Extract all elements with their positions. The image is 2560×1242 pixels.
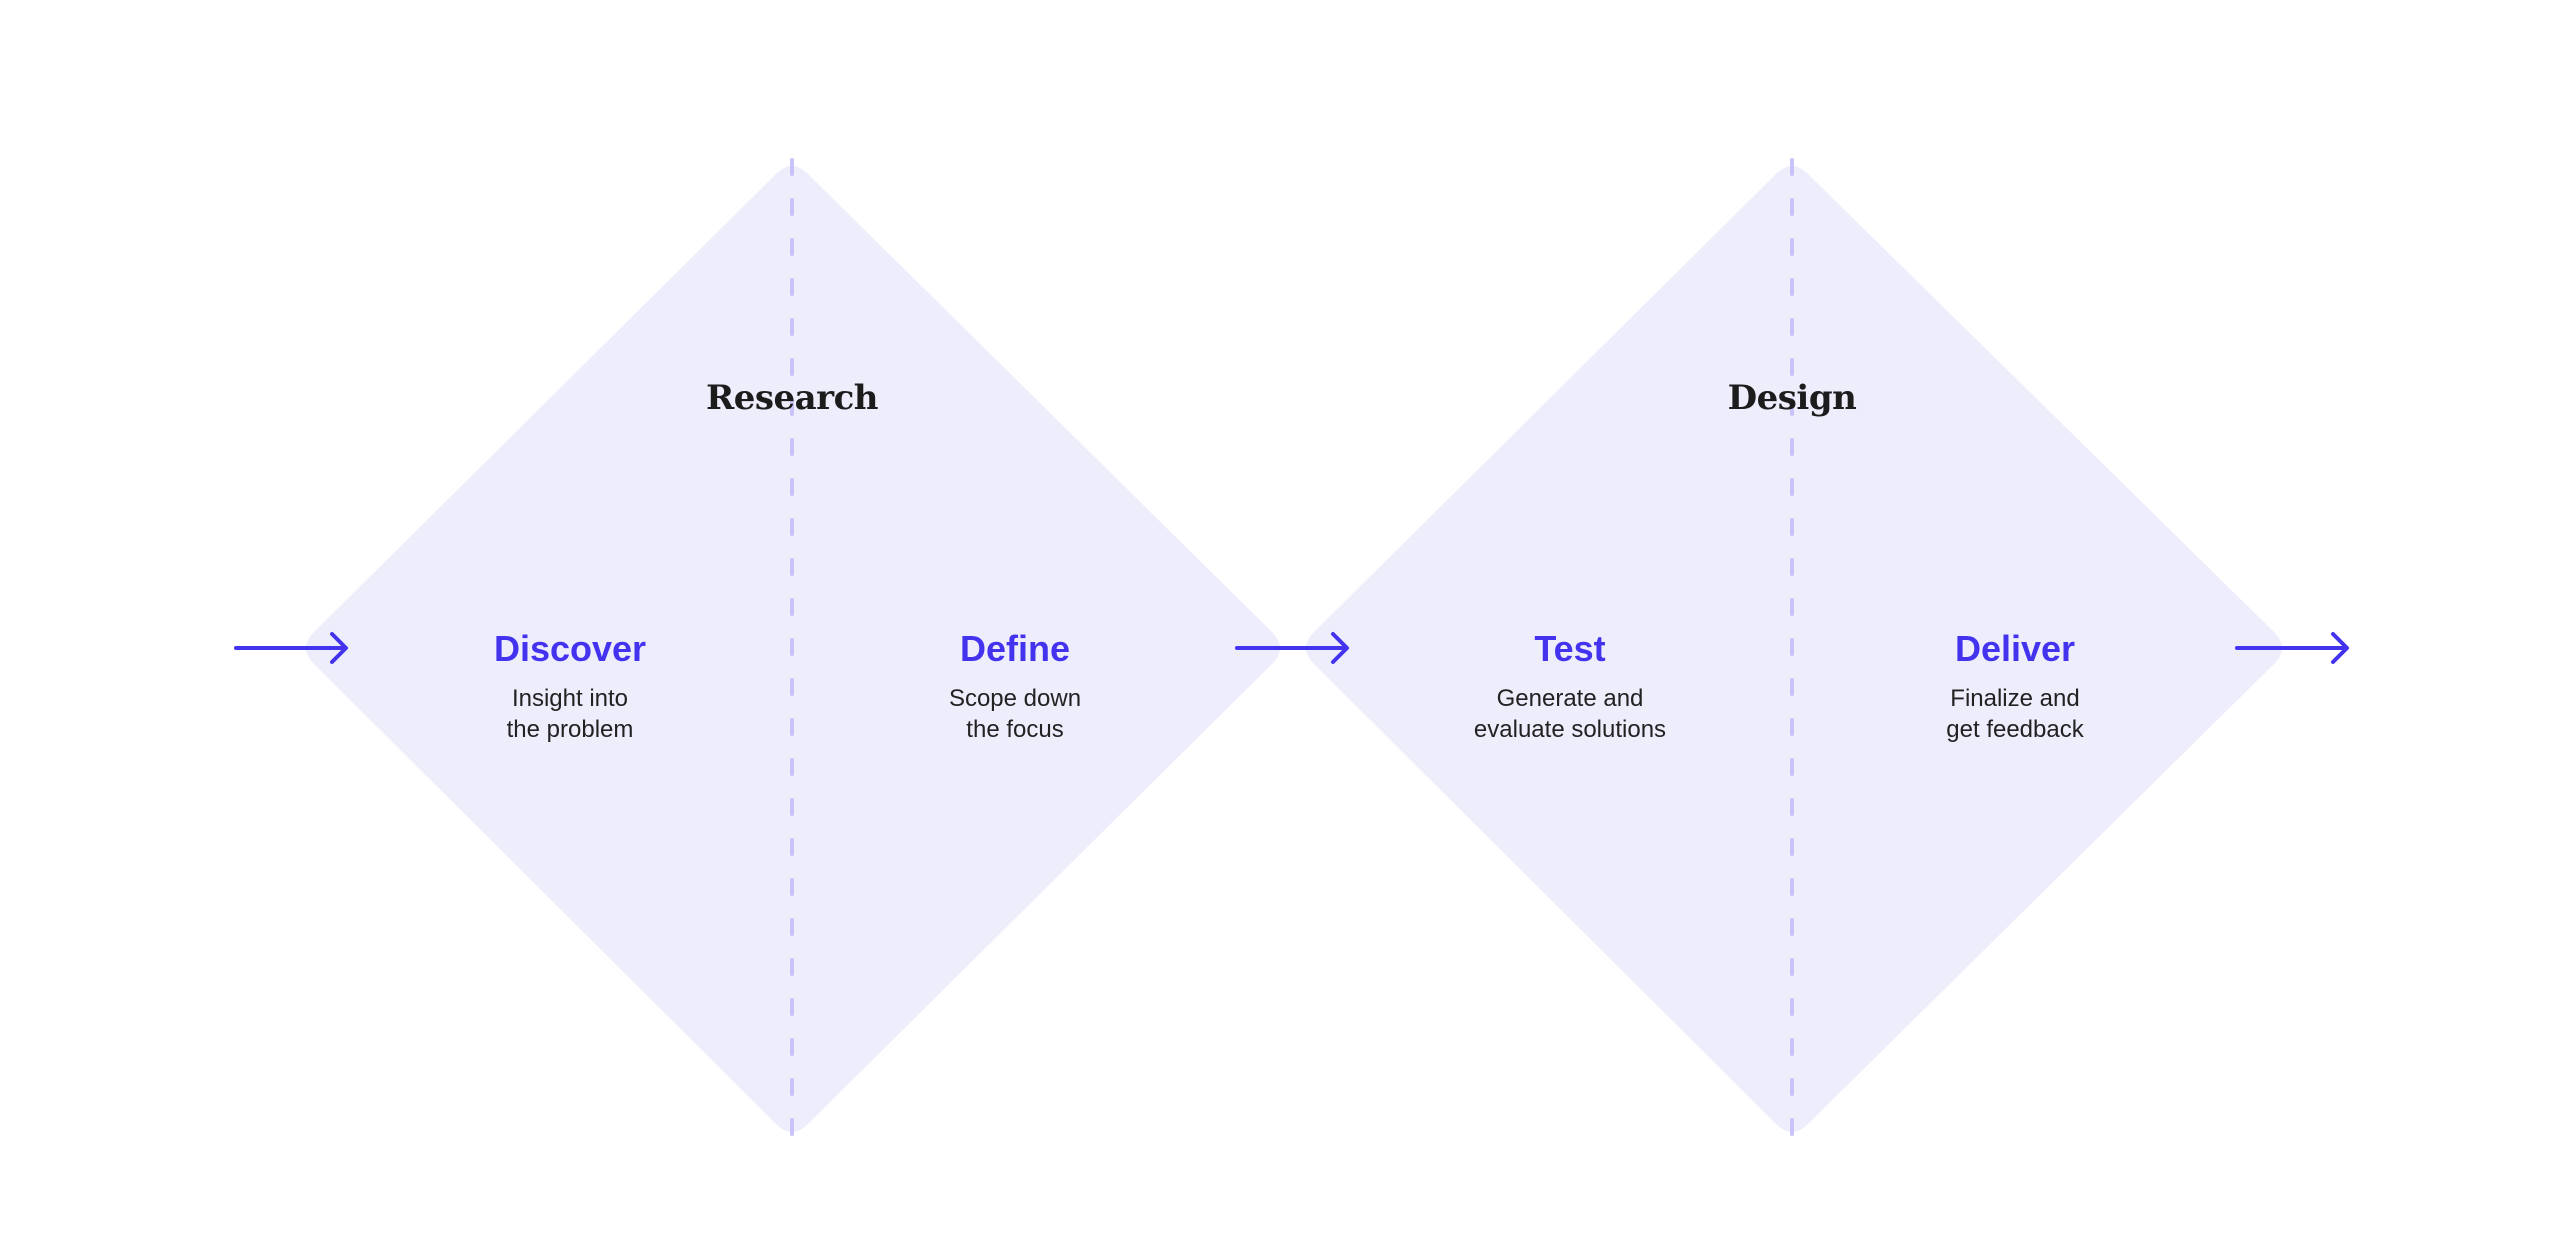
stage-title: Discover bbox=[493, 628, 647, 669]
stage-define: Define Scope down the focus bbox=[835, 627, 1195, 745]
stage-test: Test Generate and evaluate solutions bbox=[1390, 627, 1750, 745]
phase-title-research: Research bbox=[705, 378, 879, 418]
stage-title: Test bbox=[1534, 628, 1606, 669]
phase-title-design: Design bbox=[1727, 378, 1857, 418]
stage-description: Generate and evaluate solutions bbox=[1473, 685, 1667, 743]
stage-title: Deliver bbox=[1954, 628, 2076, 669]
stage-description: Scope down the focus bbox=[948, 685, 1082, 743]
stage-title: Define bbox=[959, 628, 1071, 669]
arrow-right-icon bbox=[2235, 632, 2349, 664]
arrow-right-icon bbox=[1235, 632, 1349, 664]
stage-deliver: Deliver Finalize and get feedback bbox=[1835, 627, 2195, 745]
stage-discover: Discover Insight into the problem bbox=[390, 627, 750, 745]
stage-description: Insight into the problem bbox=[506, 685, 634, 743]
arrow-right-icon bbox=[234, 632, 348, 664]
stage-description: Finalize and get feedback bbox=[1946, 685, 2084, 743]
